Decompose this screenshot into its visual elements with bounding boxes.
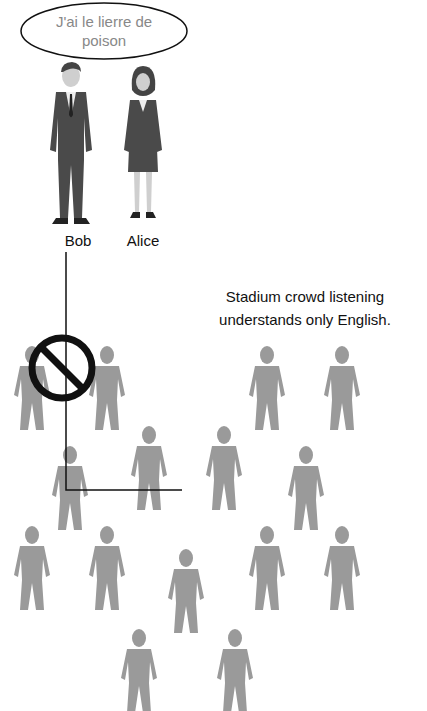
note: Stadium crowd listening understands only… — [200, 285, 410, 331]
leader-line — [66, 252, 182, 490]
person-name: Bob — [48, 229, 108, 252]
speech-text: J'ai le lierre de poison — [49, 12, 159, 50]
alice-figure — [124, 66, 162, 218]
bob-figure — [50, 62, 92, 224]
prohibition-sign — [32, 338, 92, 398]
speech-bubble: J'ai le lierre de poison — [20, 2, 188, 60]
bubble-outline — [20, 2, 188, 60]
person-name: Alice — [108, 229, 178, 252]
